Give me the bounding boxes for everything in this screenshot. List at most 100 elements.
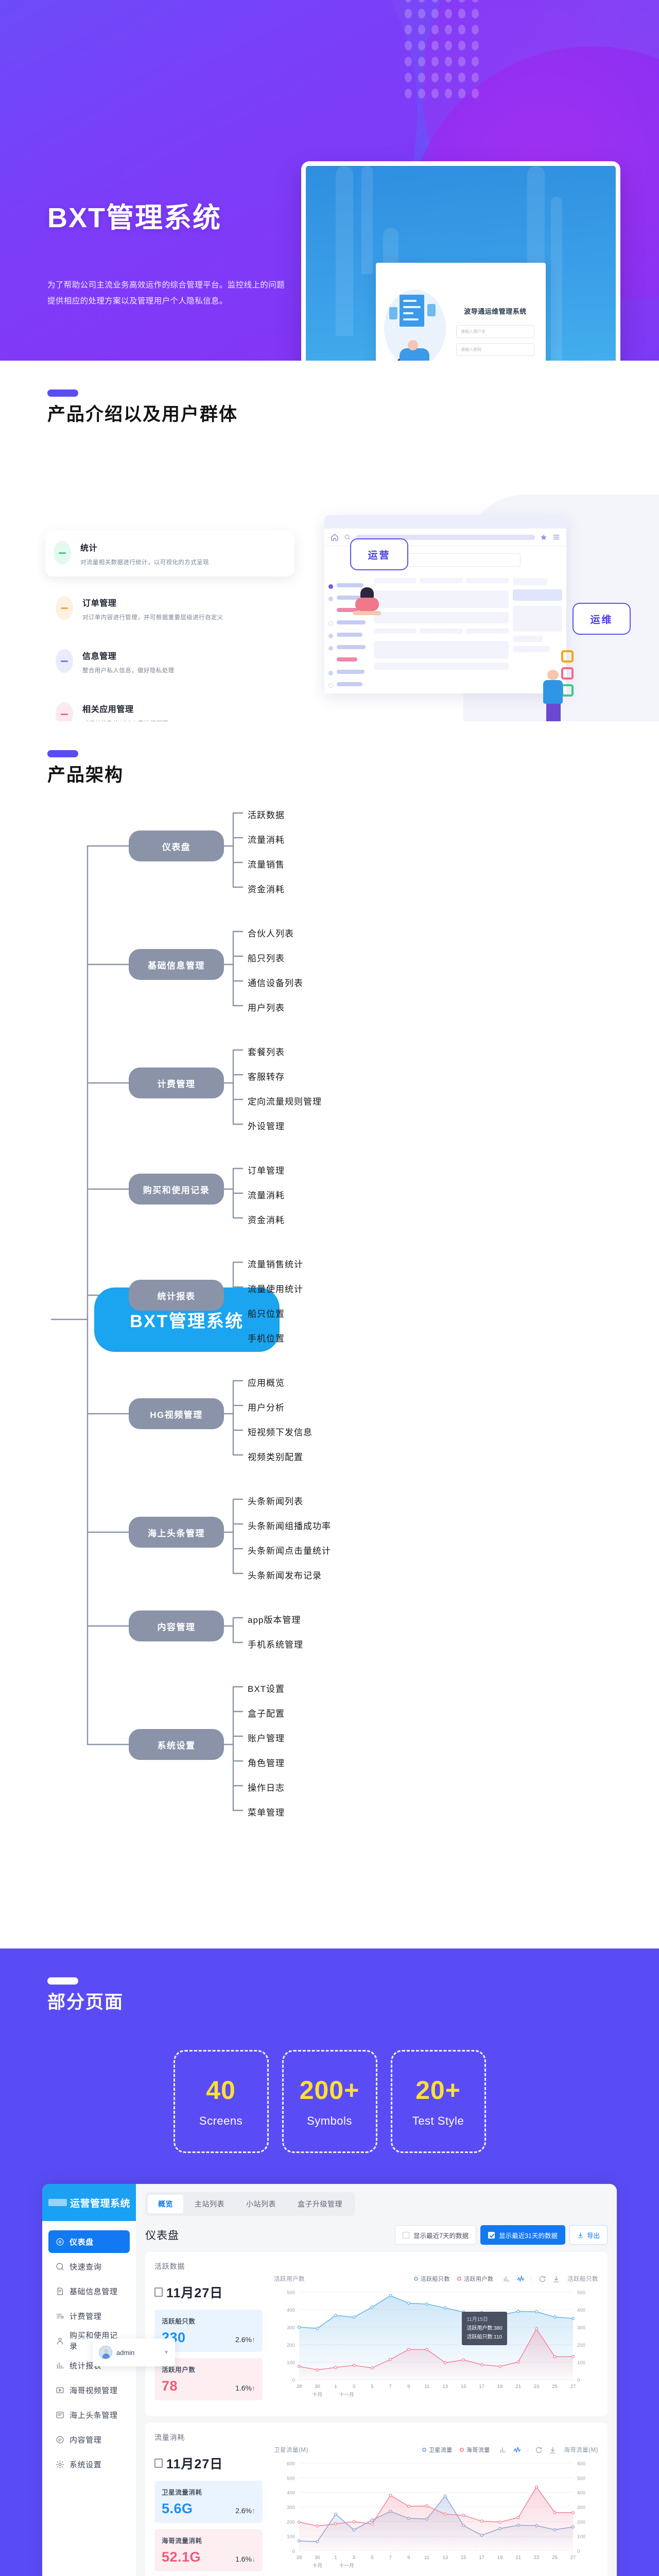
- news-icon: [56, 2411, 64, 2419]
- chevron-down-icon[interactable]: ▼: [164, 2349, 169, 2355]
- legend-item: 活跃用户数: [457, 2275, 494, 2283]
- tab-1[interactable]: 主站列表: [195, 2200, 224, 2208]
- svg-text:200: 200: [577, 2519, 585, 2525]
- feature-title: 统计: [80, 544, 98, 553]
- color-chip-stack: [561, 650, 574, 697]
- sidebar-item-3[interactable]: 计费管理: [48, 2304, 130, 2327]
- mindmap-node: 统计报表: [129, 1280, 224, 1311]
- tab-0[interactable]: 概览: [148, 2195, 183, 2213]
- app-ui-mockup: [324, 515, 566, 693]
- mindmap-node: 购买和使用记录: [129, 1174, 224, 1205]
- export-button[interactable]: 导出: [569, 2225, 608, 2245]
- mindmap-leaf: 头条新闻列表: [248, 1497, 303, 1506]
- mindmap-node: 仪表盘: [129, 831, 224, 861]
- mindmap-leaf: 外设管理: [248, 1122, 285, 1131]
- features-title: 产品介绍以及用户群体: [47, 404, 238, 425]
- hero-copy: BXT管理系统 为了帮助公司主流业务高效运作的综合管理平台。监控线上的问题提供相…: [47, 202, 289, 309]
- role-pill-operation: 运营: [350, 538, 408, 570]
- panel-caption: 流量消耗: [154, 2433, 185, 2442]
- svg-text:23: 23: [534, 2555, 540, 2561]
- dashboard-icon: [56, 2238, 64, 2246]
- svg-text:25: 25: [552, 2555, 558, 2561]
- svg-text:3: 3: [353, 2384, 355, 2389]
- sidebar-item-2[interactable]: 基础信息管理: [48, 2280, 130, 2302]
- sidebar-item-label: 系统设置: [70, 2460, 102, 2469]
- svg-text:十月: 十月: [313, 2392, 322, 2398]
- svg-text:11: 11: [424, 2555, 429, 2561]
- mindmap-leaf: 盒子配置: [248, 1709, 285, 1719]
- screens-title: 部分页面: [47, 1992, 124, 2012]
- tab-2[interactable]: 小站列表: [246, 2200, 276, 2208]
- svg-text:7: 7: [389, 2555, 392, 2561]
- feature-bullet-icon: [54, 541, 71, 565]
- download-icon: [550, 2447, 556, 2453]
- svg-text:100: 100: [577, 2360, 585, 2366]
- sidebar-item-0[interactable]: 仪表盘: [48, 2230, 130, 2253]
- home-icon: [331, 533, 338, 541]
- user-menu[interactable]: admin ▼: [93, 2338, 175, 2366]
- mindmap-node: 内容管理: [129, 1611, 224, 1641]
- mindmap-leaf: 合伙人列表: [248, 929, 294, 939]
- svg-text:30: 30: [315, 2384, 320, 2389]
- tab-3[interactable]: 盒子升级管理: [298, 2200, 342, 2208]
- architecture-section: 产品架构 BXT管理系统 仪表盘活跃数据流量消耗流量销售资金消耗基础信息管理合伙…: [0, 721, 659, 1948]
- download-icon: [578, 2232, 583, 2238]
- svg-text:21: 21: [515, 2555, 521, 2561]
- svg-text:3: 3: [353, 2555, 355, 2561]
- svg-text:600: 600: [287, 2461, 295, 2467]
- page-title: BXT管理系统: [47, 202, 221, 233]
- mindmap-leaf: 视频类别配置: [248, 1452, 303, 1462]
- login-title: 波导通运维管理系统: [464, 308, 527, 315]
- sidebar-item-6[interactable]: 海哥视频管理: [48, 2379, 130, 2401]
- mindmap-leaf: 账户管理: [248, 1734, 285, 1743]
- logo-mark: [48, 2199, 67, 2206]
- download-icon: [553, 2276, 559, 2282]
- mindmap-node: 计费管理: [129, 1067, 224, 1098]
- search-icon: [344, 534, 350, 540]
- sidebar-item-7[interactable]: 海上头条管理: [48, 2403, 130, 2426]
- dashboard-screenshot: admin ▼ 运营管理系统 仪表盘 快速查询 基础信息管理 计费管理: [42, 2184, 617, 2576]
- date-label: 11月27日: [154, 2283, 263, 2301]
- content-icon: [56, 2435, 64, 2444]
- mindmap-leaf: 短视频下发信息: [248, 1428, 313, 1437]
- person-figure-top: [353, 587, 381, 615]
- sidebar-item-label: 内容管理: [70, 2435, 102, 2445]
- feature-title: 相关应用管理: [82, 705, 134, 714]
- badge-number: 200+: [299, 2076, 360, 2105]
- feature-description: 对订单内容进行管理，并可根据重要层级进行自定义: [82, 615, 223, 621]
- refresh-icon: [536, 2447, 542, 2453]
- sidebar-item-label: 基础信息管理: [70, 2287, 118, 2296]
- screens-section: 部分页面 40 Screens 200+ Symbols 20+ Test St…: [0, 1948, 659, 2576]
- stat-badges: 40 Screens 200+ Symbols 20+ Test Style: [0, 2050, 659, 2153]
- mindmap-leaf: 用户列表: [248, 1003, 285, 1013]
- checkbox-checked[interactable]: [488, 2231, 495, 2239]
- mindmap-leaf: 流量使用统计: [248, 1284, 303, 1294]
- sidebar-item-label: 快速查询: [70, 2262, 102, 2272]
- checkbox[interactable]: [403, 2231, 410, 2239]
- y-axis-label: 卫星流量(M): [274, 2447, 308, 2453]
- mindmap-leaf: 角色管理: [248, 1758, 285, 1768]
- feature-title: 信息管理: [82, 652, 117, 661]
- date-label: 11月27日: [154, 2454, 263, 2472]
- section-accent-bar: [47, 1977, 78, 1985]
- sidebar-item-8[interactable]: 内容管理: [48, 2428, 130, 2451]
- svg-text:9: 9: [407, 2555, 410, 2561]
- password-field[interactable]: 请输入密码: [456, 343, 534, 356]
- username-field[interactable]: 请输入用户名: [456, 325, 534, 338]
- sidebar-item-1[interactable]: 快速查询: [48, 2255, 130, 2278]
- svg-text:25: 25: [552, 2384, 558, 2389]
- sidebar-item-9[interactable]: 系统设置: [48, 2453, 130, 2476]
- mindmap-leaf: 手机位置: [248, 1334, 285, 1344]
- svg-text:1: 1: [334, 2384, 337, 2389]
- search-icon: [56, 2262, 64, 2271]
- sidebar-item-label: 购买和使用记录: [70, 2331, 118, 2351]
- filter-31days[interactable]: 显示最近31天的数据: [480, 2225, 565, 2245]
- section-accent-bar: [47, 389, 78, 397]
- sidebar-item-4[interactable]: 购买和使用记录: [48, 2329, 130, 2352]
- svg-text:19: 19: [497, 2384, 503, 2389]
- filter-7days[interactable]: 显示最近7天的数据: [395, 2225, 477, 2245]
- bar-chart-icon: [504, 2276, 509, 2281]
